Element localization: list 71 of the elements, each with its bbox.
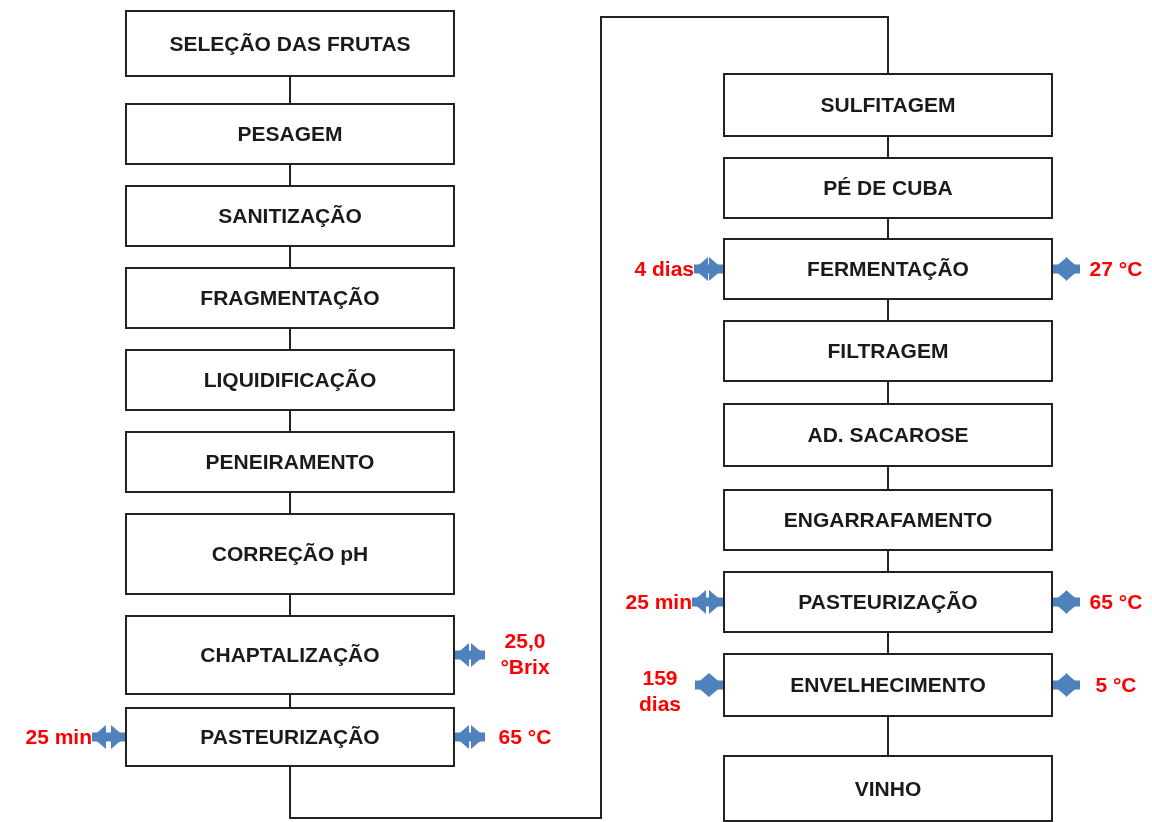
connector-line	[289, 76, 291, 104]
process-box	[723, 157, 1053, 219]
connector-line	[289, 328, 291, 350]
step-label: SANITIZAÇÃO	[218, 204, 362, 228]
process-box	[723, 238, 1053, 300]
step-label: SELEÇÃO DAS FRUTAS	[169, 31, 411, 56]
step-label: VINHO	[854, 776, 922, 801]
connector-line	[887, 299, 889, 321]
double-arrow	[1053, 590, 1080, 614]
step-label: CHAPTALIZAÇÃO	[200, 643, 380, 667]
step-label: ENGARRAFAMENTO	[783, 508, 993, 532]
process-box	[125, 10, 455, 77]
parameter-label: 25 min	[625, 588, 692, 615]
parameter-label: 65 °C	[1089, 588, 1143, 615]
process-box	[125, 103, 455, 165]
parameter-label: 5 °C	[1095, 671, 1137, 698]
step-label: PASTEURIZAÇÃO	[798, 590, 978, 614]
parameter-label: 4 dias	[634, 255, 694, 282]
connector-line	[887, 716, 889, 756]
double-arrow	[1053, 673, 1080, 697]
connector-line	[289, 594, 291, 616]
double-arrow	[92, 725, 125, 749]
process-box	[125, 707, 455, 767]
step-label: ENVELHECIMENTO	[790, 673, 986, 697]
double-arrow	[694, 257, 723, 281]
parameter-label: 25 min	[25, 723, 92, 750]
process-box	[723, 320, 1053, 382]
process-box	[723, 73, 1053, 137]
process-box	[723, 653, 1053, 717]
step-label: FERMENTAÇÃO	[807, 257, 969, 281]
process-box	[125, 267, 455, 329]
parameter-label: 27 °C	[1089, 255, 1143, 282]
connector-line	[887, 550, 889, 572]
connector-line	[289, 246, 291, 268]
connector-line	[289, 16, 889, 819]
double-arrow	[695, 673, 723, 697]
double-arrow	[1053, 257, 1080, 281]
parameter-label: 25,0 °Brix	[499, 627, 551, 680]
process-box	[125, 615, 455, 695]
double-arrow	[692, 590, 723, 614]
connector-line	[289, 492, 291, 514]
connector-line	[289, 164, 291, 186]
process-box	[125, 349, 455, 411]
parameter-label: 65 °C	[498, 723, 552, 750]
double-arrow	[455, 725, 485, 749]
step-label: AD. SACAROSE	[807, 423, 969, 447]
process-box	[125, 185, 455, 247]
step-label: PESAGEM	[237, 122, 343, 146]
process-box	[125, 431, 455, 493]
connector-line	[887, 466, 889, 490]
process-box	[125, 513, 455, 595]
process-box	[723, 571, 1053, 633]
step-label: SULFITAGEM	[820, 93, 956, 117]
connector-line	[887, 632, 889, 654]
step-label: FRAGMENTAÇÃO	[200, 286, 380, 310]
step-label: LIQUIDIFICAÇÃO	[203, 368, 377, 392]
step-label: FILTRAGEM	[827, 339, 949, 363]
connector-line	[289, 694, 291, 708]
double-arrow	[455, 643, 485, 667]
process-box	[723, 403, 1053, 467]
step-label: PASTEURIZAÇÃO	[200, 725, 380, 749]
step-label: CORREÇÃO pH	[211, 542, 369, 566]
process-box	[723, 489, 1053, 551]
connector-line	[887, 136, 889, 158]
connector-line	[887, 381, 889, 404]
connector-line	[289, 410, 291, 432]
process-box	[723, 755, 1053, 822]
step-label: PENEIRAMENTO	[205, 450, 375, 474]
parameter-label: 159 dias	[638, 664, 682, 717]
step-label: PÉ DE CUBA	[823, 176, 953, 200]
connector-line	[887, 218, 889, 239]
